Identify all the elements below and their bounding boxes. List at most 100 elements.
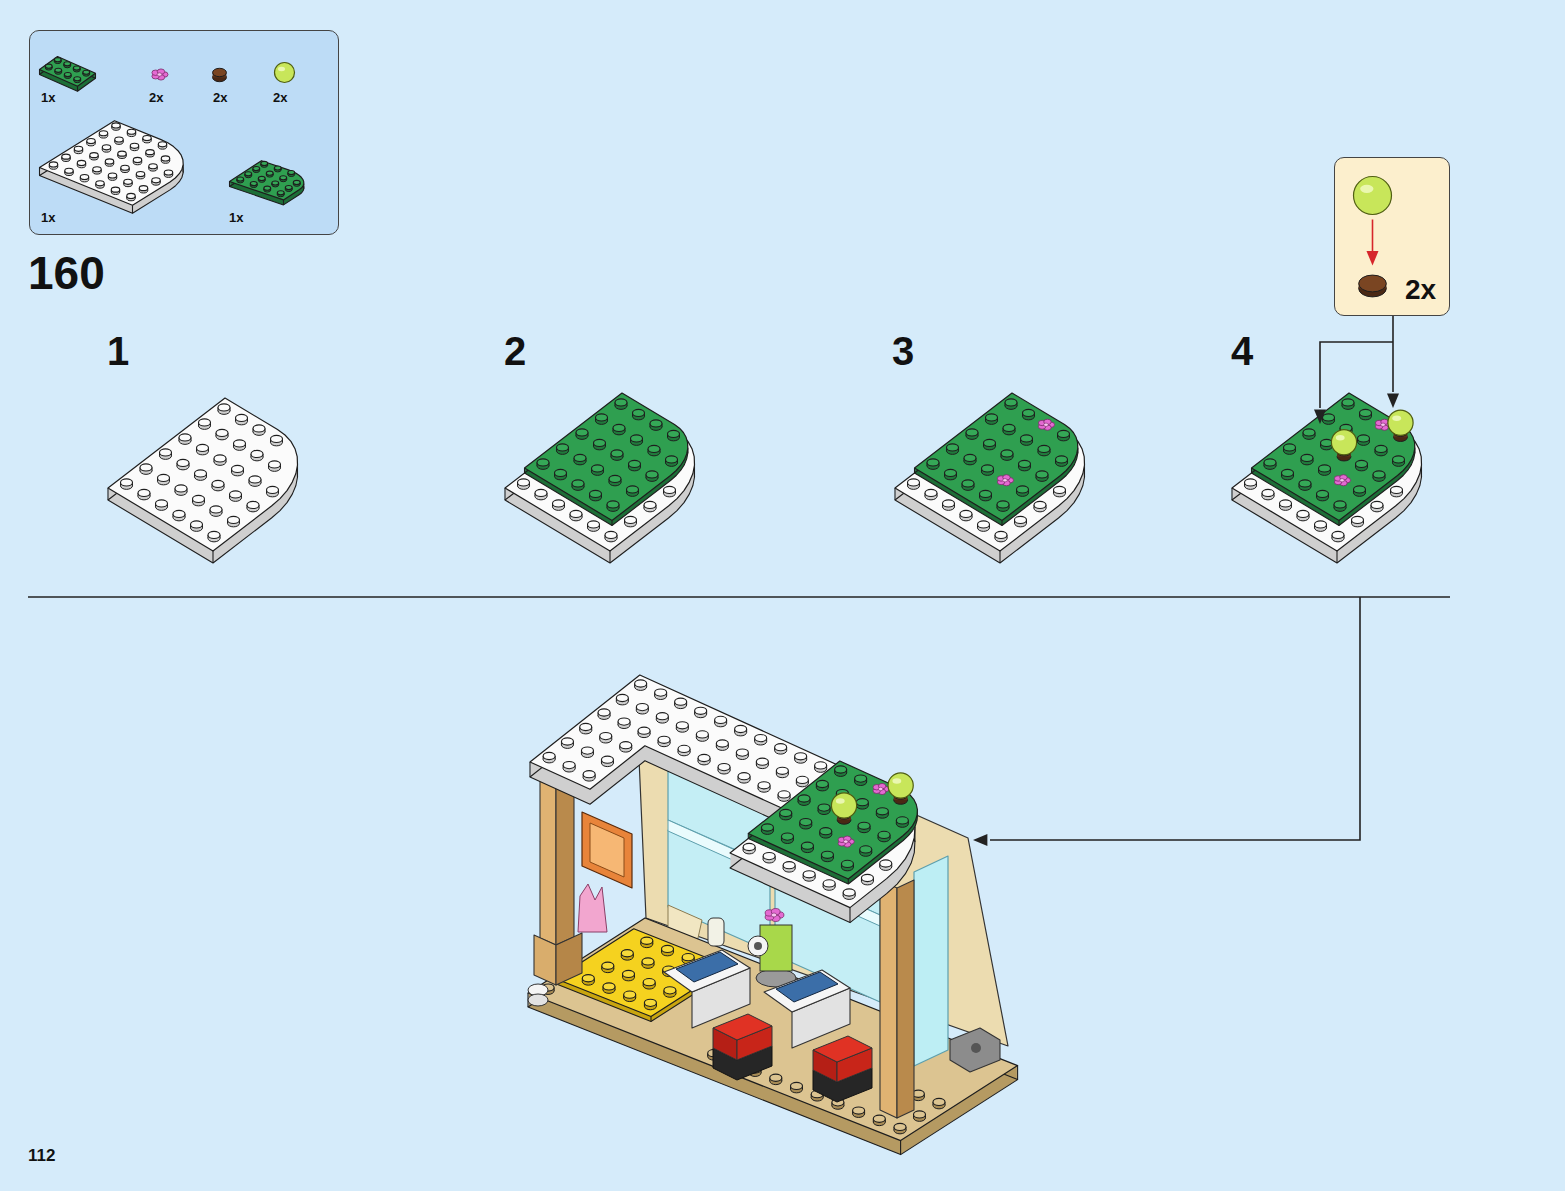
stud-top bbox=[925, 489, 937, 496]
pillar-base bbox=[556, 933, 582, 985]
sub-step-number: 4 bbox=[1231, 331, 1253, 371]
stud-top bbox=[623, 970, 635, 977]
stud-top bbox=[1284, 444, 1296, 451]
sub-step-number: 1 bbox=[107, 331, 129, 371]
step-assemblies bbox=[108, 393, 1422, 563]
leaf-highlight bbox=[1360, 185, 1373, 193]
stud-top bbox=[105, 159, 113, 164]
placement-arrow bbox=[990, 597, 1360, 840]
stud-top bbox=[791, 1082, 803, 1089]
leaf-ball bbox=[1388, 410, 1413, 435]
stud-top bbox=[258, 176, 265, 180]
plate-edge bbox=[132, 205, 133, 213]
callout-arrow bbox=[1320, 342, 1393, 408]
lamp-face-inner bbox=[754, 942, 762, 950]
desk-screen bbox=[676, 952, 738, 982]
plate-top bbox=[230, 161, 304, 200]
stud-top bbox=[1323, 414, 1335, 421]
stud-top bbox=[815, 762, 827, 769]
stud-top bbox=[835, 766, 847, 773]
flower-center bbox=[1003, 479, 1008, 482]
stud-top bbox=[576, 429, 588, 436]
stud-top bbox=[1299, 480, 1311, 487]
stud-top bbox=[1264, 459, 1276, 466]
stud-top bbox=[627, 486, 639, 493]
plate-edge bbox=[1338, 521, 1339, 526]
stud-top bbox=[112, 123, 120, 128]
stud-top bbox=[858, 822, 870, 829]
step-model bbox=[895, 393, 1085, 563]
stud-top bbox=[600, 733, 612, 740]
arrow-head bbox=[1367, 251, 1379, 265]
grey-part-hole bbox=[971, 1043, 981, 1053]
stud-top bbox=[798, 795, 810, 802]
stud-top bbox=[87, 139, 95, 144]
quantity-label: 1x bbox=[41, 91, 55, 104]
stud-top bbox=[161, 156, 169, 161]
stud-top bbox=[138, 489, 150, 496]
stud-top bbox=[873, 1115, 885, 1122]
stud-top bbox=[143, 136, 151, 141]
plate-side bbox=[108, 399, 298, 552]
stud-top bbox=[74, 77, 81, 81]
stud-top bbox=[761, 824, 773, 831]
stud-top bbox=[1005, 399, 1017, 406]
plate-edge bbox=[1017, 1066, 1018, 1080]
stud-top bbox=[99, 131, 107, 136]
stud-top bbox=[598, 709, 610, 716]
stud-top bbox=[642, 958, 654, 965]
stud-top bbox=[853, 1107, 865, 1114]
flower-center bbox=[1044, 423, 1049, 426]
plate-edge bbox=[894, 488, 895, 500]
stud-top bbox=[1334, 501, 1346, 508]
parts-list-box: 1x2x2x2x1x1x bbox=[29, 30, 339, 235]
stud-top bbox=[776, 767, 788, 774]
stud-top bbox=[855, 775, 867, 782]
stud-top bbox=[73, 66, 80, 70]
stud-top bbox=[609, 475, 621, 482]
stud-top bbox=[756, 758, 768, 765]
plate-edge bbox=[529, 762, 530, 777]
pot-top bbox=[1359, 275, 1387, 292]
stud-top bbox=[1280, 500, 1292, 507]
stud-top bbox=[655, 689, 667, 696]
stud-top bbox=[74, 146, 82, 151]
main-assembly bbox=[528, 675, 1018, 1155]
stud-top bbox=[1358, 435, 1370, 442]
stud-top bbox=[636, 704, 648, 711]
stud-top bbox=[982, 465, 994, 472]
stud-top bbox=[234, 440, 246, 447]
flower-center bbox=[771, 913, 776, 917]
stud-top bbox=[1297, 510, 1309, 517]
plate-edge bbox=[849, 908, 850, 923]
plate-top bbox=[1252, 393, 1415, 521]
stud-top bbox=[1023, 409, 1035, 416]
stud-top bbox=[633, 409, 645, 416]
picture-frame bbox=[582, 812, 632, 888]
stud-top bbox=[1058, 430, 1070, 437]
quantity-label: 1x bbox=[229, 211, 243, 224]
stud-top bbox=[1393, 456, 1405, 463]
stud-top bbox=[995, 531, 1007, 538]
stud-top bbox=[518, 479, 530, 486]
stud-top bbox=[664, 987, 676, 994]
stud-top bbox=[876, 808, 888, 815]
stud-top bbox=[821, 851, 833, 858]
stud-top bbox=[1352, 516, 1364, 523]
stud-top bbox=[156, 500, 168, 507]
page-number: 112 bbox=[28, 1147, 55, 1164]
stud-top bbox=[146, 150, 154, 155]
stud-top bbox=[65, 168, 73, 173]
stud-top bbox=[537, 459, 549, 466]
stud-top bbox=[1391, 486, 1403, 493]
stud-top bbox=[650, 420, 662, 427]
stud-top bbox=[197, 444, 209, 451]
stud-top bbox=[563, 762, 575, 769]
stud-top bbox=[261, 161, 268, 165]
stud-top bbox=[718, 764, 730, 771]
picture bbox=[590, 823, 624, 877]
stud-top bbox=[823, 880, 835, 887]
stud-top bbox=[582, 975, 594, 982]
stud-top bbox=[216, 429, 228, 436]
pillar-side bbox=[897, 880, 914, 1118]
